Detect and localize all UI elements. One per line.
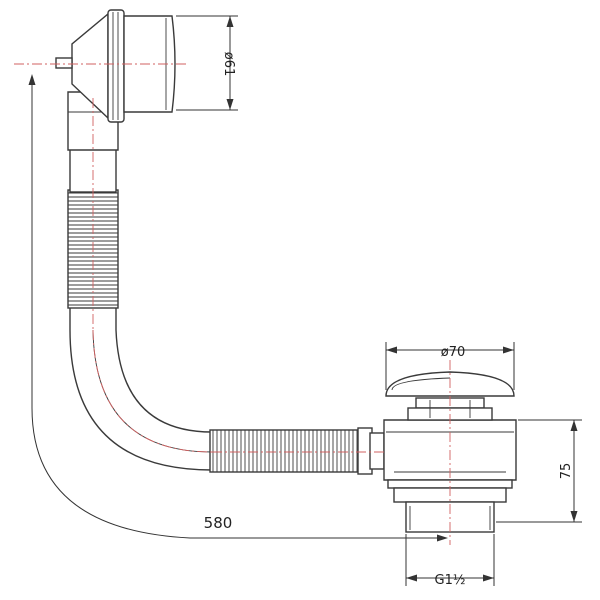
overflow-flange — [107, 9, 125, 123]
label-waste-height: 75 — [559, 463, 574, 480]
curved-pipe — [69, 304, 213, 471]
dimension-thread: G1½ — [405, 534, 495, 588]
label-waste-diameter: ø70 — [441, 345, 466, 360]
label-thread: G1½ — [435, 573, 466, 588]
dimension-waste-height: 75 — [496, 419, 582, 523]
dimension-overflow-diameter: ø61 — [176, 15, 238, 111]
dimension-waste-diameter: ø70 — [385, 342, 515, 390]
label-pipe-length: 580 — [204, 514, 233, 532]
dimension-pipe-length: 580 — [28, 74, 448, 542]
actuator-pin — [55, 57, 73, 69]
overflow-assembly — [55, 9, 176, 151]
center-lines — [14, 63, 451, 545]
drain-hose — [67, 147, 385, 475]
label-overflow-diameter: ø61 — [221, 52, 236, 77]
